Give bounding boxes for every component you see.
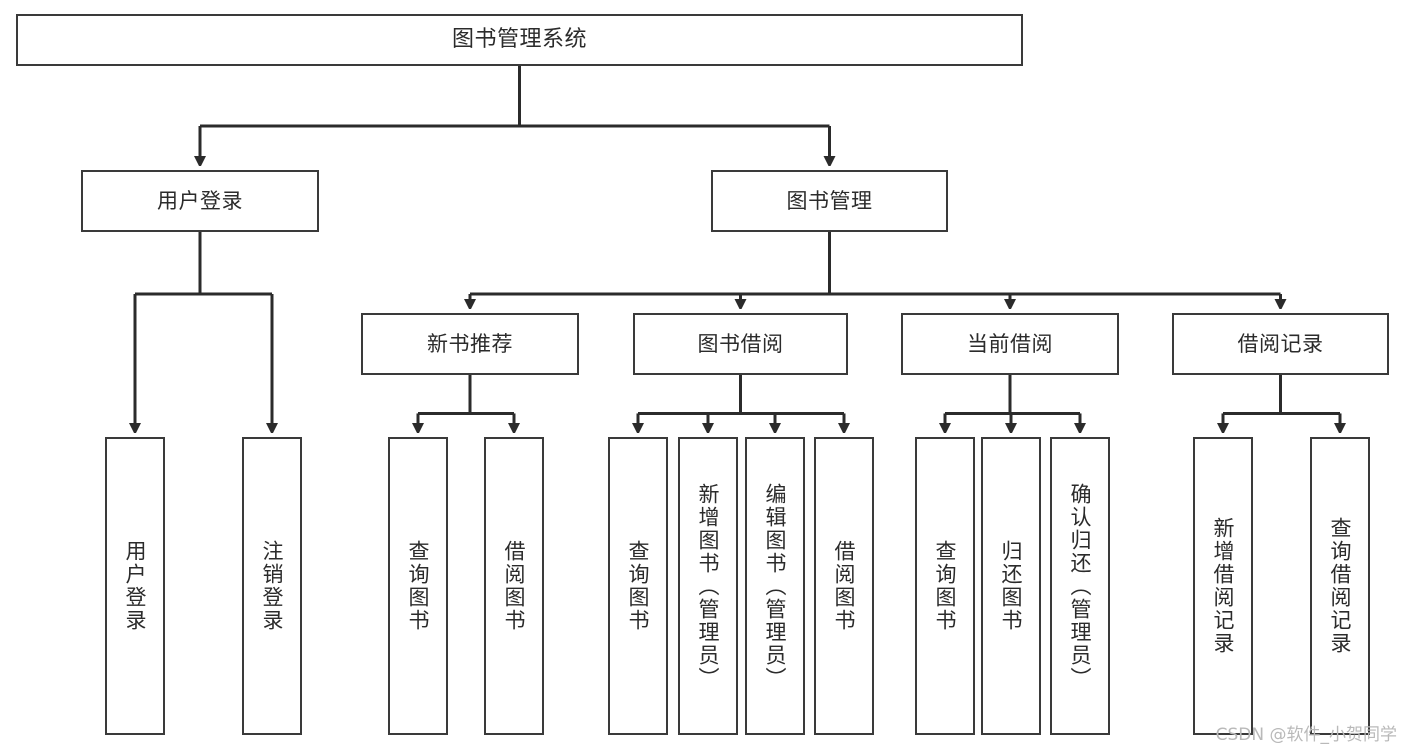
node-leaf-user-login-label: 用户登录 <box>123 540 148 632</box>
node-book-borrow[interactable]: 图书借阅 <box>633 313 848 375</box>
node-current-borrow[interactable]: 当前借阅 <box>901 313 1119 375</box>
node-current-borrow-label: 当前借阅 <box>967 331 1053 356</box>
node-borrow-record-label: 借阅记录 <box>1237 331 1324 356</box>
node-leaf-borrow-book-bb[interactable]: 借阅图书 <box>814 437 874 735</box>
node-root[interactable]: 图书管理系统 <box>16 14 1023 66</box>
node-leaf-query-borrow-record-label: 查询借阅记录 <box>1328 517 1353 655</box>
node-borrow-record[interactable]: 借阅记录 <box>1172 313 1389 375</box>
node-leaf-add-borrow-record-label: 新增借阅记录 <box>1211 517 1236 655</box>
node-user-login-label: 用户登录 <box>157 188 243 213</box>
node-leaf-logout-label: 注销登录 <box>260 540 285 632</box>
node-leaf-confirm-return-admin[interactable]: 确认归还（管理员） <box>1050 437 1110 735</box>
node-leaf-logout[interactable]: 注销登录 <box>242 437 302 735</box>
node-leaf-add-book-admin[interactable]: 新增图书（管理员） <box>678 437 738 735</box>
node-leaf-edit-book-admin-label: 编辑图书（管理员） <box>763 482 788 690</box>
node-leaf-query-book-bb-label: 查询图书 <box>626 540 651 632</box>
node-leaf-query-book-bb[interactable]: 查询图书 <box>608 437 668 735</box>
node-leaf-add-book-admin-label: 新增图书（管理员） <box>696 482 721 690</box>
node-leaf-query-book-cb-label: 查询图书 <box>933 540 958 632</box>
node-book-borrow-label: 图书借阅 <box>697 331 784 356</box>
node-book-manage-label: 图书管理 <box>786 188 873 213</box>
node-leaf-borrow-book-nbr-label: 借阅图书 <box>502 540 527 632</box>
node-book-manage[interactable]: 图书管理 <box>711 170 948 232</box>
node-root-label: 图书管理系统 <box>451 27 587 53</box>
watermark-text: CSDN @软件_小贺同学 <box>1215 725 1397 745</box>
node-leaf-edit-book-admin[interactable]: 编辑图书（管理员） <box>745 437 805 735</box>
node-user-login[interactable]: 用户登录 <box>81 170 319 232</box>
node-leaf-borrow-book-nbr[interactable]: 借阅图书 <box>484 437 544 735</box>
node-leaf-return-book-label: 归还图书 <box>999 540 1024 632</box>
node-leaf-borrow-book-bb-label: 借阅图书 <box>832 540 857 632</box>
node-leaf-user-login[interactable]: 用户登录 <box>105 437 165 735</box>
node-new-book-recommend[interactable]: 新书推荐 <box>361 313 579 375</box>
node-leaf-confirm-return-admin-label: 确认归还（管理员） <box>1068 482 1093 690</box>
node-new-book-recommend-label: 新书推荐 <box>427 331 513 356</box>
node-leaf-return-book[interactable]: 归还图书 <box>981 437 1041 735</box>
node-leaf-query-book-cb[interactable]: 查询图书 <box>915 437 975 735</box>
node-leaf-query-book-nbr[interactable]: 查询图书 <box>388 437 448 735</box>
node-leaf-query-book-nbr-label: 查询图书 <box>406 540 431 632</box>
node-leaf-query-borrow-record[interactable]: 查询借阅记录 <box>1310 437 1370 735</box>
node-leaf-add-borrow-record[interactable]: 新增借阅记录 <box>1193 437 1253 735</box>
